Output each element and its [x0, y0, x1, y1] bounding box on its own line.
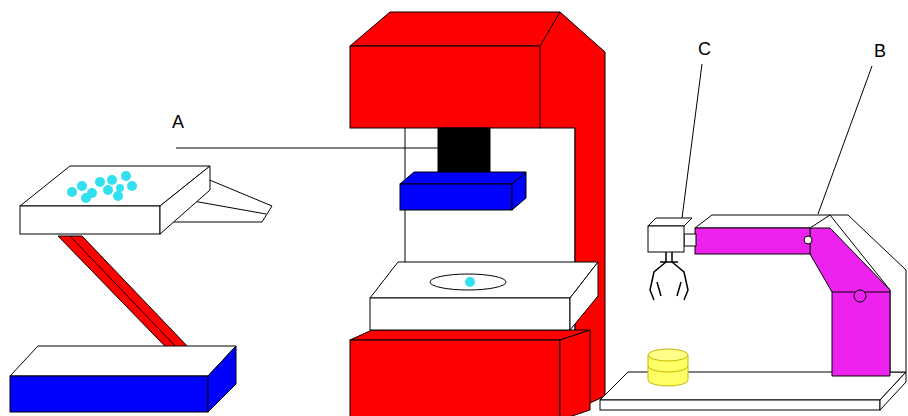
press-ram-top	[400, 172, 526, 184]
leader-b	[818, 66, 872, 214]
leader-c	[682, 64, 702, 218]
leader-lines	[176, 64, 872, 218]
die-block-side	[570, 262, 598, 330]
parts-pile	[113, 191, 123, 201]
feeder-tray-side	[160, 166, 210, 234]
robot-elbow-pin	[804, 236, 812, 244]
parts-pile	[103, 185, 113, 195]
robot-base-side	[880, 372, 906, 410]
press-punch	[438, 128, 490, 176]
press-head-front	[350, 46, 540, 128]
press	[350, 12, 605, 416]
parts-pile	[107, 175, 117, 185]
press-ram-side	[512, 172, 526, 210]
press-head-top	[350, 12, 560, 46]
container	[648, 349, 688, 386]
gripper-jaws	[672, 252, 688, 300]
robot-wrist-link	[684, 234, 696, 246]
parts-pile	[81, 193, 91, 203]
gripper-body-top	[648, 218, 692, 226]
gripper-jaws	[677, 282, 681, 296]
press-bed-front	[350, 340, 560, 416]
robot-upper-arm	[695, 228, 810, 254]
feeder	[10, 166, 272, 412]
die-block-top	[370, 262, 598, 298]
part-label: A	[172, 113, 184, 131]
feeder-base-side	[208, 346, 236, 412]
feeder-base-top	[10, 346, 236, 376]
gripper-jaws	[660, 261, 678, 263]
parts-pile	[116, 184, 124, 192]
robot-shoulder-pin	[854, 290, 866, 302]
press-bed-top	[350, 330, 590, 340]
parts-pile	[67, 187, 77, 197]
parts-pile	[95, 177, 105, 187]
parts-pile	[77, 181, 87, 191]
leader-a	[176, 148, 438, 149]
robot-upper-arm-top	[695, 215, 830, 228]
die-block-front	[370, 298, 570, 330]
gripper-body	[648, 226, 684, 252]
part-label: B	[874, 42, 886, 60]
gripper-jaws	[657, 282, 661, 296]
press-bed-side	[560, 330, 590, 416]
container	[648, 366, 688, 372]
workpiece	[465, 277, 475, 287]
parts-pile	[121, 171, 131, 181]
parts-pile	[67, 171, 137, 203]
parts-pile	[127, 181, 137, 191]
container	[648, 349, 688, 361]
part-label: C	[698, 40, 711, 58]
robot-lower-arm	[810, 228, 890, 376]
robot-base-front	[600, 400, 880, 410]
die-cavity	[430, 274, 506, 290]
feeder-tray-front	[20, 206, 160, 234]
feeder-base-front	[10, 376, 208, 412]
press-ram-front	[400, 184, 512, 210]
gripper-jaws	[650, 252, 688, 300]
gripper-jaws	[650, 252, 666, 300]
robot	[600, 215, 906, 410]
